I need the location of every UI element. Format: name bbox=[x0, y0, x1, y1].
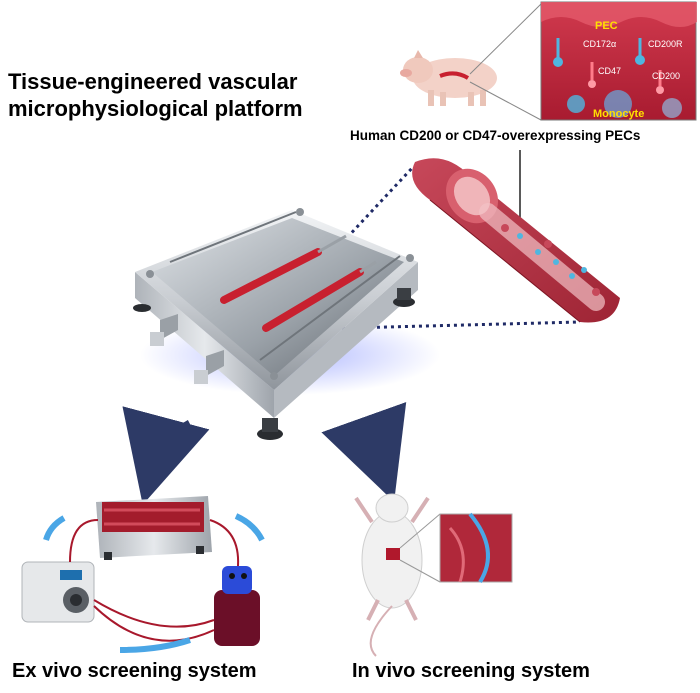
in-vivo-caption: In vivo screening system bbox=[352, 660, 590, 682]
vessel-cross-section bbox=[412, 158, 620, 323]
microphysiological-device bbox=[133, 208, 440, 440]
molecule-label-cd200r: CD200R bbox=[648, 39, 683, 49]
ex-vivo-system bbox=[21, 496, 265, 653]
arrow-to-in-vivo bbox=[321, 402, 407, 502]
tubing bbox=[69, 519, 240, 642]
pec-label: PEC bbox=[595, 20, 618, 32]
pig-icon bbox=[400, 50, 497, 106]
implant-zoom-inset bbox=[399, 512, 513, 584]
arrow-to-ex-vivo bbox=[122, 406, 210, 505]
title-line-1: Tissue-engineered vascular bbox=[8, 69, 298, 94]
receptor-cd172a bbox=[553, 38, 563, 67]
title-line-2: microphysiological platform bbox=[8, 96, 303, 121]
mouse-icon bbox=[354, 493, 430, 657]
monocyte-cell-icon bbox=[604, 90, 632, 118]
receptor-cd200r bbox=[635, 38, 645, 65]
figure-title: Tissue-engineered vascular microphysiolo… bbox=[8, 68, 303, 122]
tissue-tube-2 bbox=[262, 268, 364, 332]
tissue-tube-1 bbox=[220, 248, 322, 304]
inlet-nozzle-2 bbox=[194, 350, 224, 384]
flow-arrow-bottom bbox=[119, 637, 191, 653]
molecule-label-cd200: CD200 bbox=[652, 71, 680, 81]
ligand-cd47 bbox=[588, 62, 596, 88]
flow-arrow-top-left bbox=[43, 515, 66, 541]
monocyte-label: Monocyte bbox=[593, 108, 644, 120]
peristaltic-pump-icon bbox=[21, 561, 95, 623]
molecule-label-cd47: CD47 bbox=[598, 66, 621, 76]
ex-vivo-caption: Ex vivo screening system bbox=[12, 660, 257, 682]
vessel-caption: Human CD200 or CD47-overexpressing PECs bbox=[350, 128, 641, 143]
reservoir-bottle-icon bbox=[214, 566, 260, 646]
callout-lines bbox=[469, 3, 542, 121]
molecular-inset bbox=[540, 1, 697, 121]
molecule-label-cd172a: CD172α bbox=[583, 39, 616, 49]
inlet-nozzle-1 bbox=[150, 314, 178, 346]
ligand-cd200 bbox=[656, 70, 664, 94]
flow-arrow-top-right bbox=[234, 513, 265, 542]
